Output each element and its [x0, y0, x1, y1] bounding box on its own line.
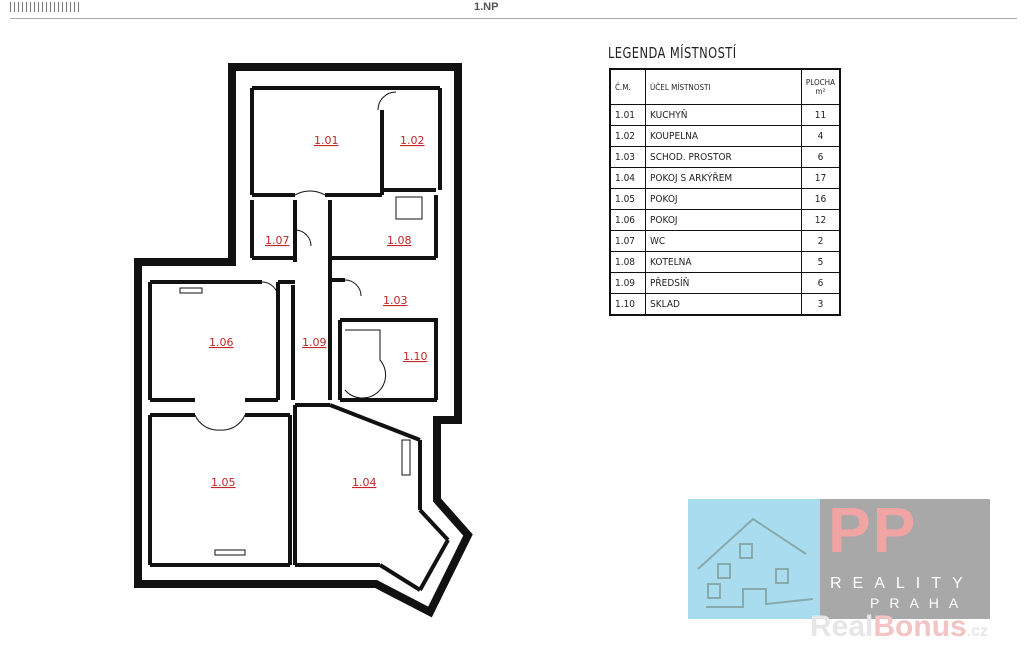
- room-1-10: 1.10: [403, 350, 428, 363]
- row-purpose: KOUPELNA: [645, 125, 802, 147]
- row-purpose: POKOJ S ARKÝŘEM: [645, 167, 802, 189]
- row-number: 1.08: [609, 251, 646, 273]
- row-area: 11: [800, 104, 841, 126]
- row-number: 1.05: [609, 188, 646, 210]
- doors: [194, 91, 397, 431]
- room-labels: 1.01 1.02 1.03 1.04 1.05 1.06 1.07 1.08 …: [209, 134, 428, 489]
- inner-walls: [148, 86, 450, 592]
- header-divider: [10, 18, 1017, 19]
- row-number: 1.09: [609, 272, 646, 294]
- floor-plan: 1.01 1.02 1.03 1.04 1.05 1.06 1.07 1.08 …: [134, 63, 473, 618]
- logo-line1: REALITY: [830, 575, 974, 592]
- row-area: 16: [800, 188, 841, 210]
- room-1-08: 1.08: [387, 234, 412, 247]
- row-number: 1.10: [609, 293, 646, 316]
- row-purpose: PŘEDSÍŇ: [645, 272, 802, 294]
- row-purpose: KOTELNA: [645, 251, 802, 273]
- row-purpose: POKOJ: [645, 209, 802, 231]
- row-area: 4: [800, 125, 841, 147]
- header: 1.NP: [0, 0, 1024, 22]
- room-1-05: 1.05: [211, 476, 236, 489]
- room-1-07: 1.07: [265, 234, 290, 247]
- row-purpose: SKLAD: [645, 293, 802, 316]
- row-purpose: POKOJ: [645, 188, 802, 210]
- logo-mark: PP: [828, 494, 918, 566]
- house-icon: [688, 499, 820, 619]
- row-area: 17: [800, 167, 841, 189]
- row-number: 1.01: [609, 104, 646, 126]
- row-number: 1.04: [609, 167, 646, 189]
- floor-title: 1.NP: [474, 1, 499, 13]
- room-1-02: 1.02: [400, 134, 425, 147]
- row-area: 12: [800, 209, 841, 231]
- row-area: 6: [800, 272, 841, 294]
- room-1-03: 1.03: [383, 294, 408, 307]
- row-purpose: KUCHYŇ: [645, 104, 802, 126]
- row-purpose: WC: [645, 230, 802, 252]
- room-1-06: 1.06: [209, 336, 234, 349]
- legend-title: LEGENDA MÍSTNOSTÍ: [608, 44, 737, 62]
- room-1-09: 1.09: [302, 336, 327, 349]
- row-number: 1.02: [609, 125, 646, 147]
- col-purpose: ÚČEL MÍSTNOSTI: [645, 68, 802, 105]
- room-1-01: 1.01: [314, 134, 339, 147]
- row-number: 1.03: [609, 146, 646, 168]
- company-logo: PP REALITY PRAHA: [688, 494, 990, 619]
- col-number: Č.M.: [609, 68, 646, 105]
- row-area: 6: [800, 146, 841, 168]
- row-area: 5: [800, 251, 841, 273]
- logo-line2: PRAHA: [870, 595, 969, 611]
- room-1-04: 1.04: [352, 476, 377, 489]
- row-area: 2: [800, 230, 841, 252]
- row-number: 1.07: [609, 230, 646, 252]
- outer-wall: [134, 63, 473, 618]
- scale-bar: [10, 2, 80, 12]
- watermark: RealBonus.cz: [810, 610, 989, 643]
- row-number: 1.06: [609, 209, 646, 231]
- row-purpose: SCHOD. PROSTOR: [645, 146, 802, 168]
- row-area: 3: [800, 293, 841, 316]
